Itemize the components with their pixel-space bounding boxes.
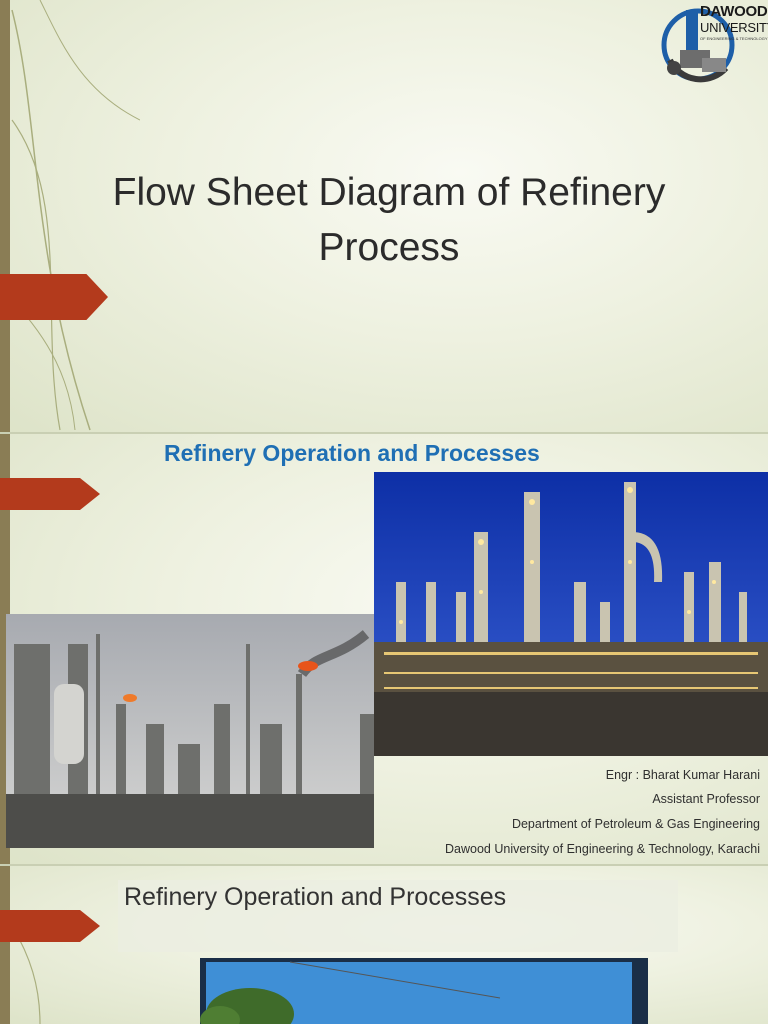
- title-line-2: Process: [318, 226, 460, 269]
- author-name: Engr : Bharat Kumar Harani: [605, 768, 760, 782]
- slide-edge-bar: [0, 0, 10, 432]
- university-logo: [661, 8, 735, 83]
- slide-heading: Refinery Operation and Processes: [164, 440, 540, 466]
- logo-text-engineering: OF ENGINEERING & TECHNOLOGY: [700, 36, 768, 41]
- page-title: Flow Sheet Diagram of Refinery Process: [40, 165, 738, 275]
- slide-operations: Refinery Operation and Processes: [0, 434, 768, 864]
- vine-decoration: [11, 925, 41, 1024]
- author-title: Assistant Professor: [652, 792, 760, 806]
- refinery-day-photo: [6, 614, 374, 848]
- institution: Dawood University of Engineering & Techn…: [445, 842, 760, 856]
- slide-edge-bar: [0, 866, 10, 1024]
- slide-next: Refinery Operation and Processes: [0, 866, 768, 1024]
- slide-title: DAWOOD UNIVERSITY OF ENGINEERING & TECHN…: [0, 0, 768, 432]
- arrow-tab: [0, 274, 108, 320]
- slide-divider: [0, 432, 768, 434]
- refinery-night-photo: [374, 472, 768, 756]
- arrow-tab: [0, 910, 100, 942]
- slide-divider: [0, 864, 768, 866]
- slide-edge-bar: [0, 434, 10, 864]
- logo-text-dawood: DAWOOD: [700, 3, 768, 20]
- refinery-outdoor-photo: [200, 958, 648, 1024]
- slide-heading: Refinery Operation and Processes: [118, 880, 678, 952]
- title-line-1: Flow Sheet Diagram of Refinery: [112, 171, 666, 214]
- logo-text-university: UNIVERSITY: [700, 20, 768, 35]
- department: Department of Petroleum & Gas Engineerin…: [511, 817, 760, 831]
- arrow-tab: [0, 478, 100, 510]
